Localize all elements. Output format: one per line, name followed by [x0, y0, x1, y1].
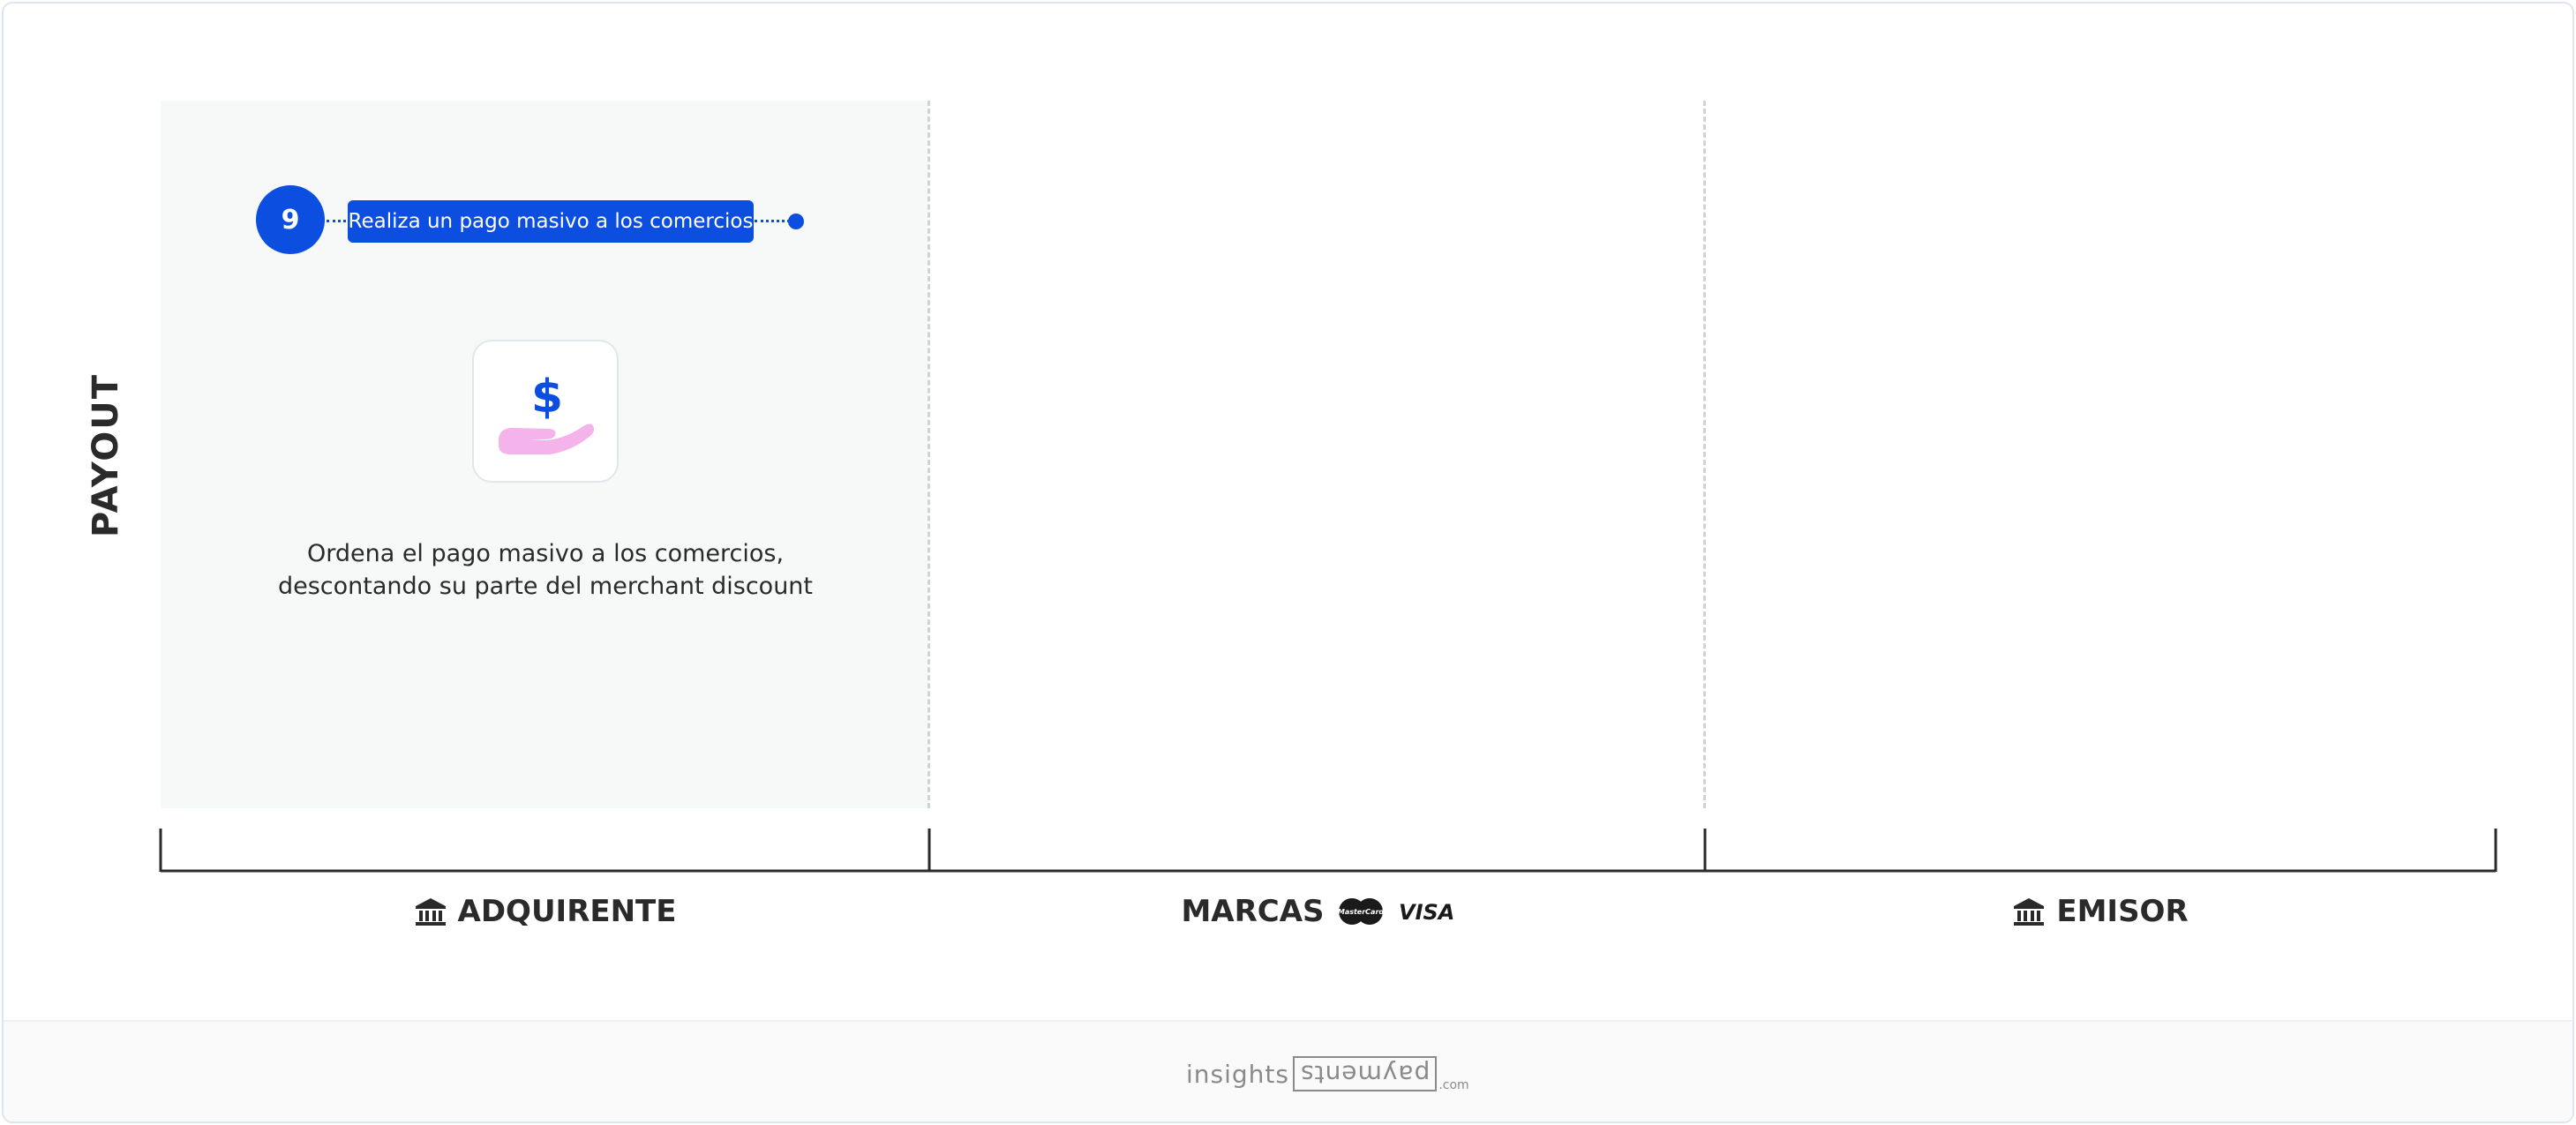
visa-logo: VISA	[1399, 900, 1453, 925]
step-icon-card: $	[472, 340, 619, 483]
step-connector-left	[327, 220, 346, 222]
mastercard-logo: MasterCard	[1337, 898, 1384, 925]
footer	[4, 1020, 2572, 1121]
lane-label-adquirente: ADQUIRENTE	[161, 889, 929, 934]
lane-axis	[159, 829, 2497, 873]
step-end-dot	[788, 214, 804, 229]
logo-suffix: .com	[1438, 1078, 1469, 1092]
step-label-text: Realiza un pago masivo a los comercios	[348, 210, 754, 233]
logo-box: payments	[1292, 1056, 1438, 1091]
lane-label-emisor-text: EMISOR	[2056, 894, 2189, 929]
bank-icon	[2014, 898, 2045, 926]
step-connector-right	[755, 220, 790, 222]
step-description-line2: descontando su parte del merchant discou…	[277, 573, 814, 600]
lane-label-marcas: MARCAS MasterCard VISA	[929, 889, 1705, 934]
lane-divider-2	[1703, 101, 1706, 808]
step-number: 9	[281, 204, 300, 236]
logo-word-payments: payments	[1299, 1060, 1431, 1089]
insights-payments-logo[interactable]: insights payments .com	[1186, 1054, 1469, 1094]
logo-word-insights: insights	[1186, 1059, 1289, 1089]
lane-label-emisor: EMISOR	[1705, 889, 2496, 934]
lane-label-marcas-text: MARCAS	[1181, 894, 1325, 929]
svg-text:$: $	[531, 371, 563, 424]
step-number-badge: 9	[256, 185, 325, 254]
step-label: Realiza un pago masivo a los comercios	[348, 200, 754, 243]
lane-divider-1	[928, 101, 930, 808]
bank-icon	[415, 898, 446, 926]
step-description-line1: Ordena el pago masivo a los comercios,	[306, 540, 785, 567]
lane-label-adquirente-text: ADQUIRENTE	[457, 894, 677, 929]
visa-text: VISA	[1399, 900, 1453, 925]
step-description: Ordena el pago masivo a los comercios, d…	[222, 537, 868, 603]
mastercard-text: MasterCard	[1337, 908, 1384, 916]
hand-dollar-icon: $	[499, 371, 595, 454]
